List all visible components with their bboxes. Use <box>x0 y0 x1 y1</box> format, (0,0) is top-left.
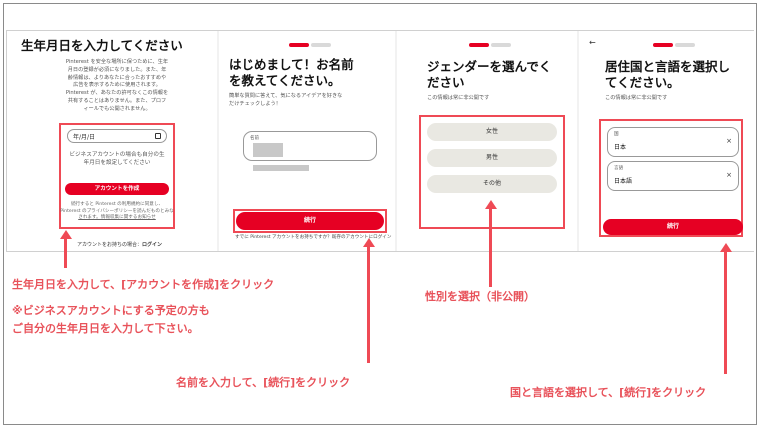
back-arrow-icon[interactable]: ← <box>589 38 596 47</box>
desc-line: Pinterest が、あなたの許可なくこの情報を <box>65 90 169 97</box>
terms-text: 続行すると Pinterest の利用規約に同意し、 Pinterest のプラ… <box>57 202 177 222</box>
language-value: 日本語 <box>614 178 633 185</box>
note-line: ビジネスアカウントの場合も自分の生 <box>69 152 165 158</box>
progress-inactive <box>311 43 331 47</box>
arrow-head <box>362 238 375 247</box>
subtitle-line: 簡単な質問に答えて、気になるアイデアを好きな <box>229 93 343 99</box>
desc-line: 齢情報は、よりあなたに合ったおすすめや <box>67 74 167 81</box>
country-title: 居住国と言語を選択し てください。 <box>605 59 730 90</box>
desc-line: 月日の登録が必須になりました。また、年 <box>67 66 167 73</box>
language-label: 言語 <box>614 166 624 171</box>
title-line: てください。 <box>605 74 680 90</box>
terms-line: Pinterest のプライバシーポリシーを読んだものとみな <box>60 208 174 214</box>
title-line: はじめまして！お名前 <box>229 57 354 72</box>
title-line: ジェンダーを選んでく <box>427 59 552 74</box>
business-note: ビジネスアカウントの場合も自分の生 年月日を設定してください <box>63 151 171 168</box>
progress-inactive <box>675 43 695 47</box>
arrow-shaft <box>489 209 492 287</box>
caption-step1-note: ※ビジネスアカウントにする予定の方も <box>12 304 210 317</box>
birthday-title: 生年月日を入力してください <box>21 38 183 53</box>
terms-link[interactable]: されます。情報収集に関するお知らせ <box>78 215 156 221</box>
arrow-shaft <box>724 252 727 374</box>
continue-highlight <box>233 209 387 233</box>
name-title: はじめまして！お名前 を教えてください。 <box>229 57 354 88</box>
subtitle-line: だけチェックしよう！ <box>229 100 281 107</box>
calendar-icon[interactable] <box>155 133 161 139</box>
title-line: 居住国と言語を選択し <box>605 59 731 74</box>
arrow-shaft <box>64 238 67 268</box>
caption-step1: 生年月日を入力して、[アカウントを作成]をクリック <box>12 278 275 291</box>
desc-line: 広告を表示するために使用されます。 <box>73 82 161 89</box>
name-subtitle: 簡単な質問に答えて、気になるアイデアを好きな だけチェックしよう！ <box>229 93 342 109</box>
gender-options-highlight <box>419 115 565 229</box>
birthday-description: Pinterest を安全な場所に保つために、生年 月日の登録が必須になりました… <box>47 59 187 114</box>
language-select[interactable]: 言語 日本語 × <box>607 161 739 191</box>
clear-language-icon[interactable]: × <box>726 171 732 179</box>
gender-panel: ジェンダーを選んでく ださい この情報は常に非公開です 女性 男性 その他 <box>397 31 577 251</box>
name-panel: はじめまして！お名前 を教えてください。 簡単な質問に答えて、気になるアイデアを… <box>219 31 395 251</box>
login-link[interactable]: ログイン <box>142 242 163 248</box>
note-line: 年月日を設定してください <box>83 160 151 167</box>
country-language-panel: ← 居住国と言語を選択し てください。 この情報は常に非公開です 国 日本 × … <box>579 31 755 251</box>
caption-step4: 国と言語を選択して、[続行]をクリック <box>510 386 707 399</box>
gender-subtitle: この情報は常に非公開です <box>427 95 490 101</box>
progress-inactive <box>491 43 511 47</box>
desc-line: 共有することはありません。また、プロフ <box>67 97 167 104</box>
gender-option-other[interactable]: その他 <box>427 175 557 193</box>
continue-button[interactable]: 続行 <box>603 219 743 235</box>
country-value: 日本 <box>614 144 627 151</box>
arrow-head <box>484 200 497 209</box>
terms-line: 続行すると Pinterest の利用規約に同意し、 <box>70 202 164 207</box>
name-value-redacted <box>253 143 283 157</box>
caption-step3: 性別を選択（非公開） <box>425 290 535 303</box>
gender-option-female[interactable]: 女性 <box>427 123 557 141</box>
gender-option-male[interactable]: 男性 <box>427 149 557 167</box>
name-value-redacted <box>253 165 309 171</box>
clear-country-icon[interactable]: × <box>726 137 732 145</box>
country-label: 国 <box>614 132 619 137</box>
country-select[interactable]: 国 日本 × <box>607 127 739 157</box>
birthday-panel: 生年月日を入力してください Pinterest を安全な場所に保つために、生年 … <box>7 31 217 251</box>
progress-active <box>289 43 309 47</box>
desc-line: Pinterest を安全な場所に保つために、生年 <box>65 59 169 65</box>
name-label: 名前 <box>250 136 259 141</box>
date-placeholder: 年/月/日 <box>73 134 96 141</box>
arrow-head <box>719 243 732 252</box>
arrow-head <box>59 230 72 239</box>
birthday-highlight <box>59 123 175 229</box>
progress-active <box>653 43 673 47</box>
caption-step2: 名前を入力して、[続行]をクリック <box>176 376 351 389</box>
create-account-button[interactable]: アカウントを作成 <box>65 183 169 195</box>
continue-button[interactable]: 続行 <box>236 212 384 230</box>
desc-line: ィールでも公開されません。 <box>83 105 151 112</box>
login-footer[interactable]: すでに Pinterest アカウントをお持ちですか？既存のアカウントにログイン <box>235 235 392 240</box>
login-prompt: アカウントをお持ちの場合： <box>77 242 143 248</box>
screenshot-strip: 生年月日を入力してください Pinterest を安全な場所に保つために、生年 … <box>6 30 755 252</box>
birthday-date-input[interactable]: 年/月/日 <box>67 129 167 143</box>
title-line: ださい <box>427 74 465 90</box>
login-row: アカウントをお持ちの場合：ログイン <box>77 241 162 248</box>
country-language-highlight <box>599 119 743 237</box>
arrow-shaft <box>367 247 370 363</box>
gender-title: ジェンダーを選んでく ださい <box>427 59 551 90</box>
caption-step1-note2: ご自分の生年月日を入力して下さい。 <box>12 322 199 335</box>
progress-active <box>469 43 489 47</box>
title-line: を教えてください。 <box>229 72 341 88</box>
country-subtitle: この情報は常に非公開です <box>605 95 668 101</box>
